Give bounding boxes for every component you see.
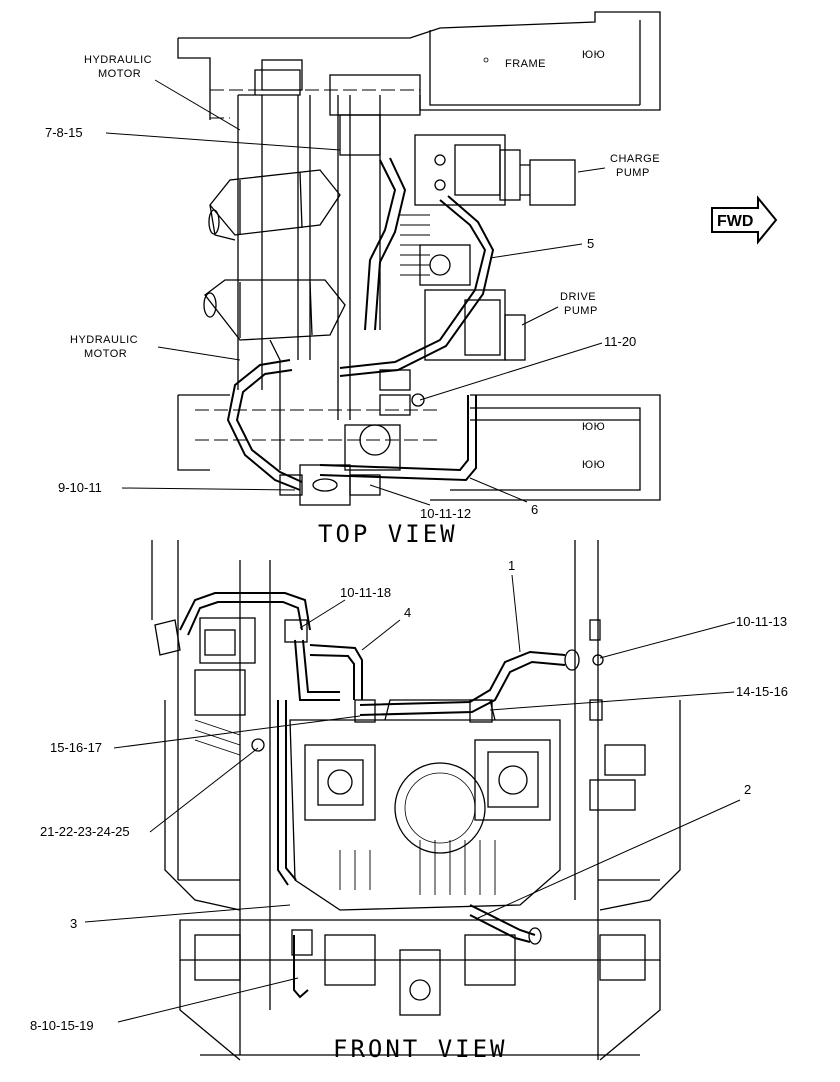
callout-10-11-13: 10-11-13 xyxy=(736,614,787,629)
hose-upper-diagonal xyxy=(364,157,407,331)
front-view-title: FRONT VIEW xyxy=(333,1035,508,1063)
callout-3-leader xyxy=(84,904,291,923)
front-view: 1 10-11-18 4 10-11-13 14-15-16 15-16-17 … xyxy=(30,540,788,1063)
callout-2: 2 xyxy=(744,782,751,797)
callout-14-15-16: 14-15-16 xyxy=(736,684,788,699)
hose-2 xyxy=(469,904,542,945)
frame-rail-lower xyxy=(177,394,661,501)
frame-label: FRAME xyxy=(505,58,546,70)
callout-4-leader xyxy=(361,619,401,651)
hose-3 xyxy=(277,700,297,886)
charge-pump-leader xyxy=(577,167,606,173)
callout-21-22-23-24-25: 21-22-23-24-25 xyxy=(40,824,130,839)
top-view: ЮЮ ЮЮ ЮЮ HYDRAULIC MOTOR FRAME 7-8-15 CH… xyxy=(45,11,661,548)
center-fittings xyxy=(279,369,425,506)
hydraulic-motor-upper-label-1: HYDRAULIC xyxy=(84,54,152,66)
callout-10-11-18-leader xyxy=(299,599,346,629)
callout-1-leader xyxy=(511,574,521,653)
callout-10-11-18: 10-11-18 xyxy=(340,585,391,600)
top-view-title: TOP VIEW xyxy=(318,520,458,548)
svg-text:ЮЮ: ЮЮ xyxy=(582,49,605,61)
callout-8-10-15-19-leader xyxy=(117,977,299,1023)
hydraulic-motor-lower-unit xyxy=(203,279,346,341)
hose-8-bottom xyxy=(291,929,313,999)
fwd-arrow-icon xyxy=(711,195,778,245)
front-base-frame xyxy=(179,919,661,1061)
charge-pump-label-1: CHARGE xyxy=(610,153,660,165)
hydraulic-motor-lower-label-1: HYDRAULIC xyxy=(70,334,138,346)
front-pump-right xyxy=(474,739,551,821)
callout-6: 6 xyxy=(531,502,538,517)
fwd-label: FWD xyxy=(717,213,753,230)
callout-21-25-leader xyxy=(149,747,259,833)
front-upper-left-assembly xyxy=(154,617,256,756)
callout-7-8-15-leader xyxy=(105,132,341,151)
drive-pump-label-1: DRIVE xyxy=(560,291,596,303)
front-fittings xyxy=(251,619,646,811)
frame-bolts: ЮЮ ЮЮ ЮЮ xyxy=(483,49,605,471)
callout-2-leader xyxy=(477,799,741,919)
callout-6-leader xyxy=(469,477,528,503)
vertical-members xyxy=(237,59,421,420)
hose-upper-loop xyxy=(179,592,311,636)
callout-14-15-16-leader xyxy=(489,691,735,711)
hose-6 xyxy=(319,395,477,482)
hose-1 xyxy=(359,650,566,716)
callout-4: 4 xyxy=(404,605,411,620)
hose-5 xyxy=(339,195,495,377)
front-pump-left xyxy=(304,744,376,821)
callout-9-10-11-leader xyxy=(121,487,296,491)
pump-assembly xyxy=(400,134,576,361)
callout-3: 3 xyxy=(70,916,77,931)
callout-15-16-17-leader xyxy=(113,715,361,749)
svg-text:ЮЮ: ЮЮ xyxy=(582,459,605,471)
hydraulic-motor-upper-label-2: MOTOR xyxy=(98,68,141,80)
fwd-arrow: FWD xyxy=(711,195,778,245)
callout-9-10-11: 9-10-11 xyxy=(58,480,102,495)
hydraulic-motor-lower-label-2: MOTOR xyxy=(84,348,127,360)
callout-5-leader xyxy=(489,243,583,259)
hydraulic-motor-upper-leader xyxy=(154,79,241,131)
svg-text:ЮЮ: ЮЮ xyxy=(582,421,605,433)
charge-pump-label-2: PUMP xyxy=(616,167,650,179)
callout-10-11-12-leader xyxy=(369,484,431,506)
callout-15-16-17: 15-16-17 xyxy=(50,740,102,755)
hose-left-loop xyxy=(226,339,303,491)
drive-pump-leader xyxy=(521,306,559,326)
callout-5: 5 xyxy=(587,236,594,251)
callout-8-10-15-19: 8-10-15-19 xyxy=(30,1018,94,1033)
callout-11-20: 11-20 xyxy=(604,334,636,349)
drive-pump-label-2: PUMP xyxy=(564,305,598,317)
callout-7-8-15: 7-8-15 xyxy=(45,125,83,140)
callout-10-11-12: 10-11-12 xyxy=(420,506,471,521)
callout-10-11-13-leader xyxy=(599,621,736,659)
hydraulic-motor-lower-leader xyxy=(157,346,241,361)
hydraulic-motor-upper-unit xyxy=(208,169,341,241)
callout-11-20-leader xyxy=(419,342,603,401)
frame-rail-upper xyxy=(177,11,661,120)
hose-4 xyxy=(294,639,363,701)
callout-1: 1 xyxy=(508,558,515,573)
